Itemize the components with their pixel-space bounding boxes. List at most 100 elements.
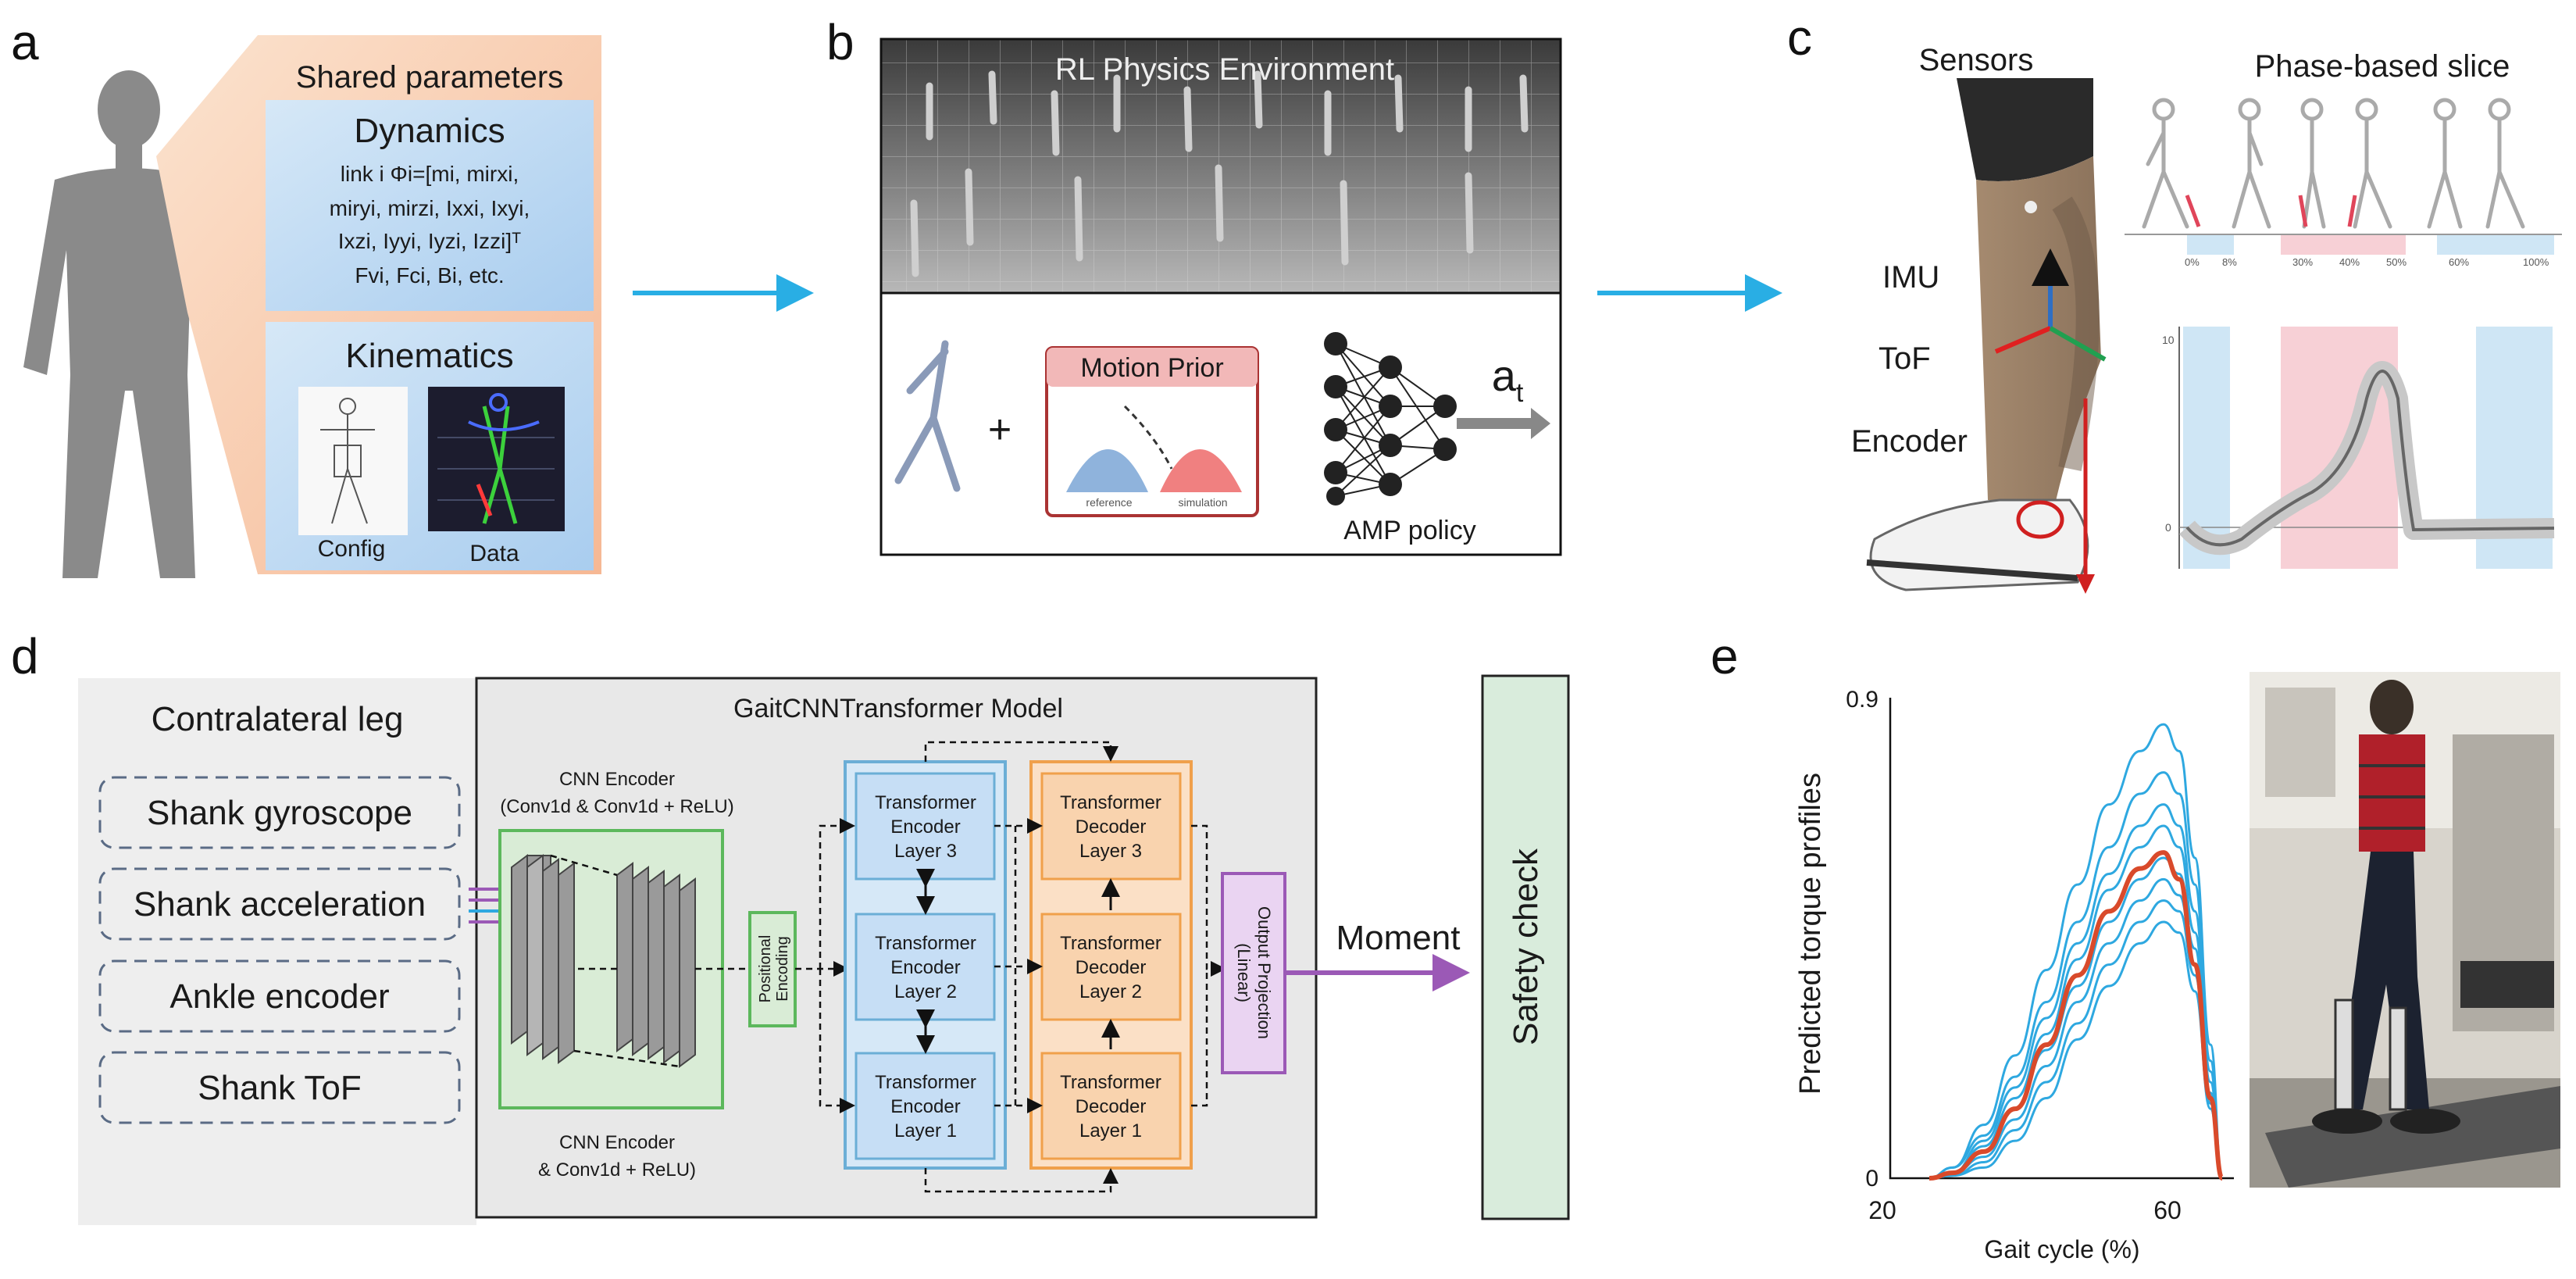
decoder-layer-2	[1040, 913, 1182, 1021]
chart-y-tick-bottom: 0	[1865, 1166, 1878, 1191]
encoder-rotation-icon	[2016, 500, 2064, 539]
amp-policy-label: AMP policy	[1343, 516, 1475, 545]
encoder-2-l1: Transformer	[875, 933, 976, 954]
decoder-2-l2: Decoder	[1076, 957, 1147, 978]
highlighted-feet	[2185, 195, 2357, 227]
torque-profile-chart: Predicted torque profiles Gait cycle (%)…	[1794, 687, 2234, 1263]
cnn-top-line1: CNN Encoder	[559, 769, 675, 790]
reference-skeleton-icon	[894, 340, 961, 492]
panel-b-frame	[879, 38, 1562, 556]
shared-parameters-title: Shared parameters	[296, 60, 563, 95]
phase-tick-1: 8%	[2222, 256, 2237, 268]
output-projection-block	[1221, 872, 1286, 1074]
chart-x-tick-left: 20	[1868, 1196, 1896, 1224]
dynamics-box	[266, 100, 594, 311]
torque-curve-3	[1928, 803, 2224, 1180]
encoder-3-l3: Layer 3	[894, 841, 957, 862]
phase-band-push	[2281, 234, 2406, 255]
action-symbol: at	[1492, 351, 1524, 408]
chart-x-label: Gait cycle (%)	[1984, 1235, 2139, 1263]
panel-label-b: b	[826, 14, 855, 70]
encoder-3-l1: Transformer	[875, 792, 976, 813]
phase-tick-2: 30%	[2292, 256, 2313, 268]
decoder-2-l1: Transformer	[1060, 933, 1161, 954]
input-shank-tof	[98, 1051, 461, 1124]
sensors-title: Sensors	[1919, 43, 2034, 77]
imu-label: IMU	[1882, 260, 1939, 295]
imu-y-axis	[2049, 326, 2107, 362]
cnn-top-line2: (Conv1d & Conv1d + ReLU)	[500, 796, 733, 817]
decoder-2-l3: Layer 2	[1079, 981, 1142, 1002]
decoder-3-l3: Layer 3	[1079, 841, 1142, 862]
decoder-3-l2: Decoder	[1076, 816, 1147, 838]
encoder-1-l3: Layer 1	[894, 1120, 957, 1141]
torque-y-top: 10	[2162, 334, 2175, 346]
dynamics-line-3: Ixzi, Iyyi, Iyzi, Izzi]ᵀ	[338, 229, 522, 253]
phase-tick-6: 100%	[2523, 256, 2549, 268]
input-label-acceleration: Shank acceleration	[134, 885, 426, 924]
torque-curve-mean	[1928, 850, 2225, 1181]
leg-with-sensors-illustration	[1866, 78, 2101, 591]
cnn-bottom-line2: & Conv1d + ReLU)	[538, 1159, 696, 1181]
cnn-bottom-line1: CNN Encoder	[559, 1132, 675, 1153]
decoder-1-l1: Transformer	[1060, 1072, 1161, 1093]
chart-series	[1928, 723, 2225, 1181]
torque-curve-4	[1928, 824, 2224, 1180]
torque-curve-2	[1928, 771, 2224, 1180]
tof-beam-head	[2076, 574, 2095, 594]
motion-capture-data-image	[428, 387, 565, 531]
input-label-tof: Shank ToF	[198, 1069, 362, 1107]
motion-prior-header	[1047, 348, 1258, 387]
encoder-decoder-links	[819, 741, 1226, 1193]
chart-axis-lines	[1889, 698, 2234, 1180]
panel-label-a: a	[11, 14, 39, 70]
dynamics-line-4: Fvi, Fci, Bi, etc.	[355, 263, 504, 288]
input-shank-acceleration	[98, 867, 461, 941]
kinematics-title: Kinematics	[345, 337, 513, 375]
dynamics-title: Dynamics	[354, 112, 505, 150]
phase-tick-3: 40%	[2339, 256, 2360, 268]
divergence-dashed-line	[1123, 405, 1173, 470]
simulation-distribution	[1160, 449, 1242, 492]
plus-sign: +	[988, 407, 1011, 452]
safety-check-label: Safety check	[1507, 848, 1545, 1045]
positional-encoding-label: PositionalEncoding	[757, 935, 791, 1003]
encoder-1-l2: Encoder	[890, 1096, 960, 1117]
dynamics-line-2: miryi, mirzi, Ixxi, Ixyi,	[330, 196, 530, 220]
decoder-1-l2: Decoder	[1076, 1096, 1147, 1117]
torque-curve-1	[1928, 723, 2224, 1180]
model-title: GaitCNNTransformer Model	[733, 694, 1063, 723]
contralateral-title: Contralateral leg	[152, 700, 404, 738]
reference-label: reference	[1086, 496, 1132, 509]
panel-label-d: d	[11, 628, 39, 684]
imu-x-axis	[1994, 326, 2052, 354]
chart-axes	[1889, 698, 2234, 1180]
contralateral-background	[78, 678, 476, 1225]
input-label-encoder: Ankle encoder	[169, 977, 389, 1016]
tof-label: ToF	[1878, 341, 1931, 376]
output-projection-label: Output Projection(Linear)	[1234, 906, 1274, 1039]
walking-figures	[2142, 98, 2525, 229]
dynamics-line-1: link i Φi=[mi, mirxi,	[341, 162, 519, 186]
safety-check-block	[1481, 674, 1570, 1220]
torque-y-zero: 0	[2165, 521, 2171, 534]
simulation-label: simulation	[1178, 496, 1227, 509]
torque-curve-5	[1928, 856, 2224, 1180]
data-label: Data	[469, 541, 519, 566]
moment-label: Moment	[1336, 919, 1461, 957]
phase-tick-5: 60%	[2449, 256, 2469, 268]
panel-label-c: c	[1787, 9, 1812, 66]
phase-slice-title: Phase-based slice	[2255, 49, 2510, 84]
input-shank-gyroscope	[98, 776, 461, 849]
exoskeleton-walking-photo	[2250, 672, 2560, 1188]
conv-connections	[550, 854, 746, 1068]
neural-network-icon	[1324, 332, 1550, 506]
encoder-1-l1: Transformer	[875, 1072, 976, 1093]
phase-tick-0: 0%	[2185, 256, 2200, 268]
conv-layer-stack-1	[511, 854, 575, 1064]
environment-title: RL Physics Environment	[1055, 52, 1394, 87]
torque-mean-curve	[2185, 370, 2555, 547]
decoder-1-l3: Layer 1	[1079, 1120, 1142, 1141]
encoder-layer-1	[855, 1052, 996, 1160]
